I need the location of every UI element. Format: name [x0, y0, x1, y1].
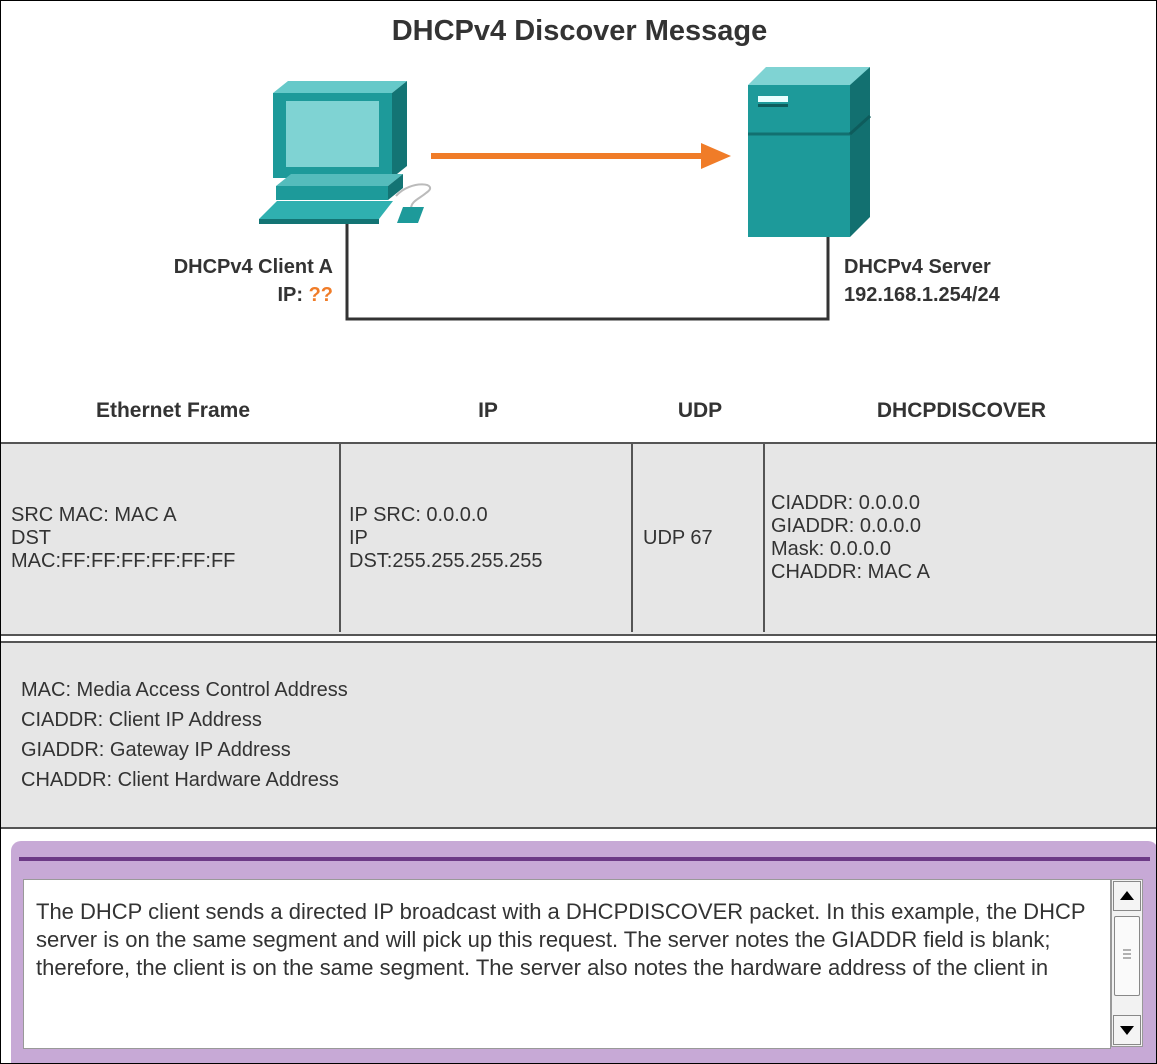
- cell-dhcp-line: Mask: 0.0.0.0: [771, 538, 892, 560]
- arrow-up-icon: [1120, 891, 1134, 900]
- column-divider: [631, 444, 633, 632]
- cell-dhcp-line: GIADDR: 0.0.0.0: [771, 515, 922, 537]
- network-diagram: [259, 67, 872, 321]
- cell-udp-line: UDP 67: [643, 526, 713, 549]
- cell-ip: IP SRC: 0.0.0.0 IP DST:255.255.255.255: [349, 444, 633, 632]
- cell-udp: UDP 67: [643, 444, 763, 632]
- description-divider: [19, 857, 1150, 861]
- cell-ip-line: IP: [349, 526, 368, 549]
- scroll-thumb[interactable]: [1114, 916, 1140, 996]
- page-title: DHCPv4 Discover Message: [391, 15, 768, 47]
- legend-item: CHADDR: Client Hardware Address: [21, 769, 339, 791]
- scroll-up-button[interactable]: [1113, 881, 1141, 911]
- column-divider: [339, 444, 341, 632]
- arrow-down-icon: [1120, 1026, 1134, 1035]
- header-ethernet-frame: Ethernet Frame: [95, 399, 251, 422]
- cell-dhcp-line: CIADDR: 0.0.0.0: [771, 492, 920, 514]
- cell-dhcp-line: CHADDR: MAC A: [771, 561, 930, 583]
- scroll-down-button[interactable]: [1113, 1015, 1141, 1045]
- server-ip-label: 192.168.1.254/24: [844, 284, 1000, 306]
- network-cable: [345, 216, 830, 321]
- description-text: The DHCP client sends a directed IP broa…: [36, 899, 1086, 980]
- server-tower-icon: [748, 67, 872, 237]
- client-ip-label: IP: ??: [277, 281, 333, 309]
- description-scrollbar[interactable]: [1111, 879, 1143, 1047]
- packet-table: SRC MAC: MAC A DST MAC:FF:FF:FF:FF:FF:FF…: [1, 442, 1156, 636]
- desktop-computer-icon: [259, 81, 431, 224]
- server-name-label: DHCPv4 Server: [844, 256, 991, 278]
- cell-ethernet-line: SRC MAC: MAC A: [11, 503, 177, 526]
- column-divider: [763, 444, 765, 632]
- header-ip: IP: [478, 399, 498, 422]
- cell-ethernet-line: DST: [11, 526, 51, 549]
- cell-ethernet-line: MAC:FF:FF:FF:FF:FF:FF: [11, 549, 236, 572]
- arrow-right-icon: [431, 143, 731, 169]
- legend-item: MAC: Media Access Control Address: [21, 679, 348, 701]
- header-udp: UDP: [677, 399, 723, 422]
- legend-item: CIADDR: Client IP Address: [21, 709, 262, 731]
- legend-item: GIADDR: Gateway IP Address: [21, 739, 291, 761]
- cell-ip-line: IP SRC: 0.0.0.0: [349, 503, 488, 526]
- grip-icon: [1123, 949, 1131, 959]
- client-ip-value: ??: [308, 284, 333, 306]
- cell-ip-line: DST:255.255.255.255: [349, 549, 543, 572]
- cell-ethernet: SRC MAC: MAC A DST MAC:FF:FF:FF:FF:FF:FF: [11, 444, 341, 632]
- description-textbox[interactable]: The DHCP client sends a directed IP broa…: [23, 879, 1111, 1049]
- abbreviation-legend: MAC: Media Access Control Address CIADDR…: [1, 641, 1156, 829]
- cell-dhcp: CIADDR: 0.0.0.0 GIADDR: 0.0.0.0 Mask: 0.…: [771, 444, 1151, 632]
- header-dhcpdiscover: DHCPDISCOVER: [876, 399, 1047, 422]
- client-name-label: DHCPv4 Client A: [173, 256, 333, 278]
- client-ip-prefix: IP:: [277, 284, 303, 306]
